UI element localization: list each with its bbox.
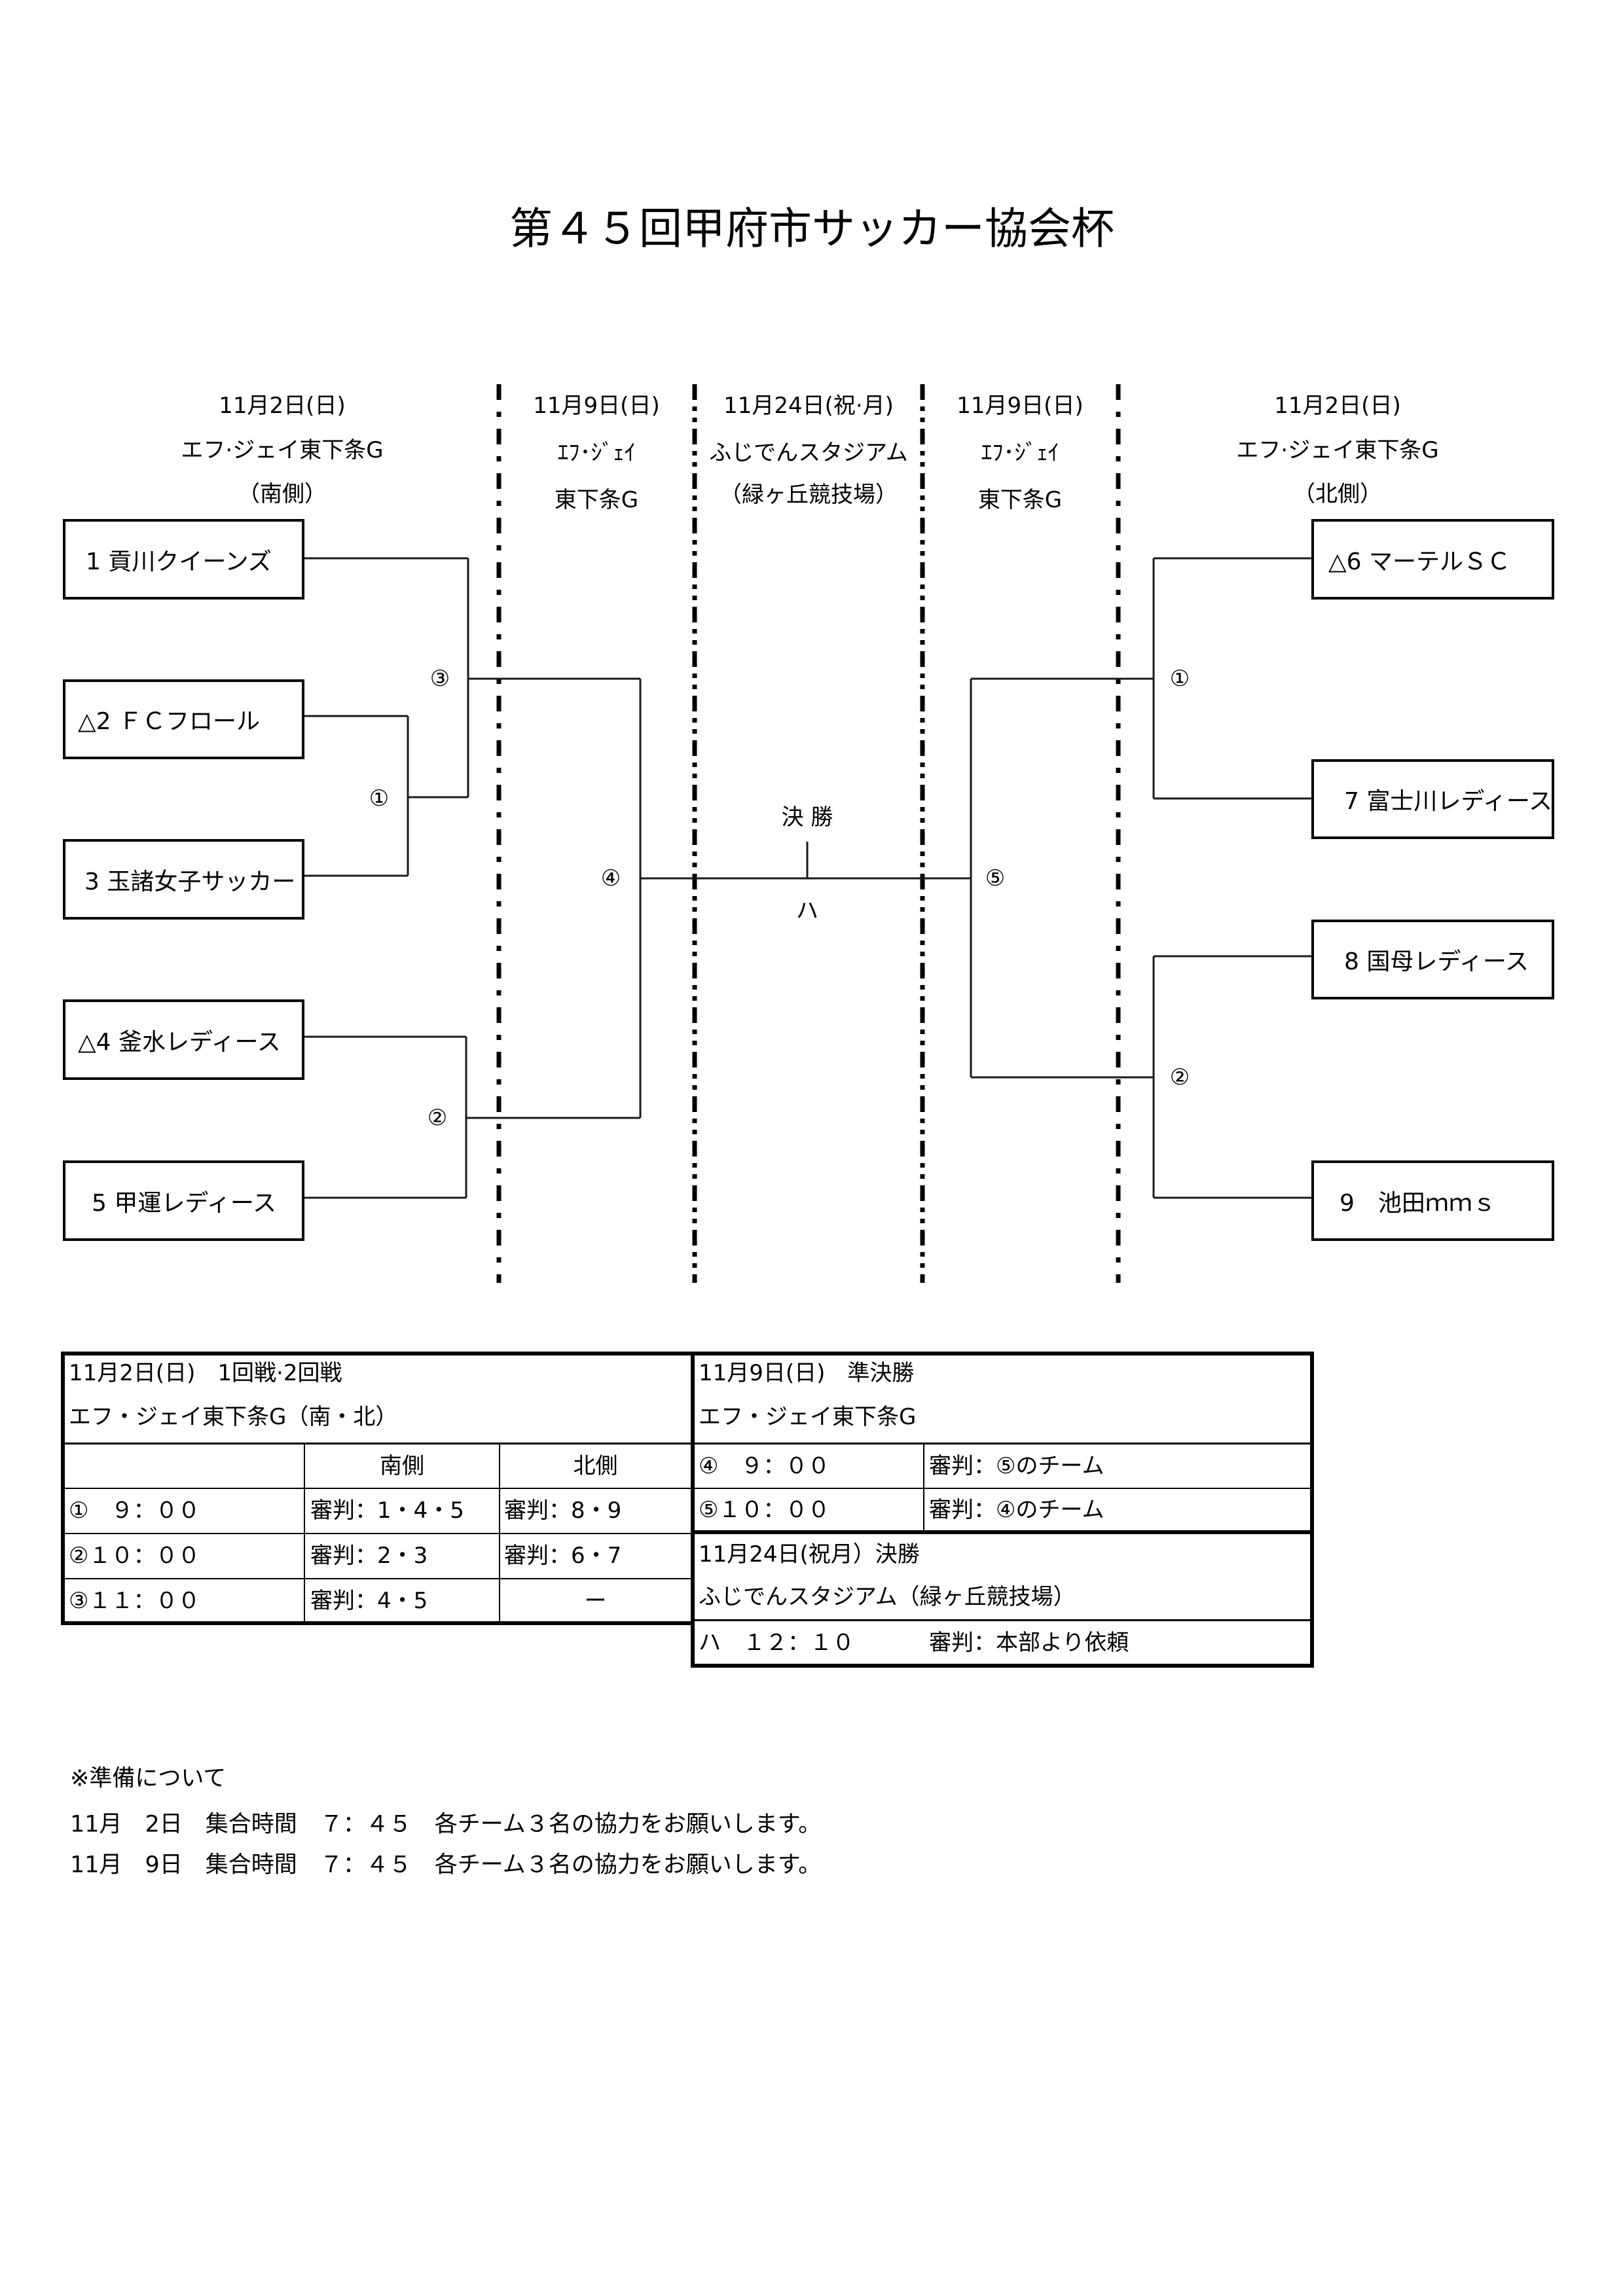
column-note: 東下条G [554, 487, 639, 513]
team-name: 5 甲運レディース [92, 1189, 277, 1217]
referee-north: 審判：8・9 [504, 1498, 622, 1524]
column-header-south: 南側 [380, 1453, 424, 1479]
notes-line: 11月 2日 集合時間 ７：４５ 各チーム３名の協力をお願いします。 [70, 1811, 822, 1838]
referee-south: 審判：2・3 [310, 1543, 428, 1569]
team-box: 3 玉諸女子サッカー [63, 839, 304, 920]
team-name: △6 マーテルＳＣ [1328, 548, 1511, 575]
table-divider [65, 1443, 691, 1444]
referee: 審判：④のチーム [929, 1497, 1104, 1523]
referee: 審判：⑤のチーム [929, 1453, 1104, 1479]
team-name: 7 富士川レディース [1344, 788, 1553, 815]
column-header-north: 北側 [573, 1453, 618, 1479]
column-divider [923, 1444, 924, 1530]
team-box: △6 マーテルＳＣ [1311, 519, 1554, 600]
referee-south: 審判：4・5 [310, 1588, 428, 1614]
page-title: 第４５回甲府市サッカー協会杯 [509, 204, 1114, 254]
table-divider [695, 1619, 1310, 1621]
referee-north: ー [584, 1588, 607, 1614]
referee: 審判：本部より依頼 [929, 1630, 1129, 1656]
row-divider [65, 1578, 691, 1579]
column-venue: ｴﾌ･ｼﾞｪｲ [981, 440, 1059, 466]
table-venue: エフ・ジェイ東下条G（南・北） [69, 1404, 398, 1430]
column-note: 東下条G [977, 487, 1063, 513]
team-box: 5 甲運レディース [63, 1160, 304, 1241]
row-divider [695, 1488, 1310, 1489]
column-date: 11月2日(日) [219, 393, 346, 419]
column-note: （緑ヶ丘競技場） [720, 482, 898, 508]
table-title: 11月2日(日) 1回戦·2回戦 [69, 1360, 342, 1386]
column-venue: エフ·ジェイ東下条G [181, 437, 384, 463]
notes-line: 11月 9日 集合時間 ７：４５ 各チーム３名の協力をお願いします。 [70, 1852, 822, 1878]
column-venue: エフ·ジェイ東下条G [1236, 437, 1439, 463]
column-date: 11月2日(日) [1274, 393, 1401, 419]
column-venue: ｴﾌ･ｼﾞｪｲ [557, 440, 636, 466]
match-label: ② [1169, 1064, 1190, 1090]
team-box: △2 ＦＣフロール [63, 679, 304, 759]
match-label: ④ [600, 865, 621, 891]
team-name: 8 国母レディース [1344, 948, 1529, 975]
team-box: 9 池田ｍｍｓ [1311, 1160, 1554, 1241]
match-label: ① [369, 785, 390, 812]
column-note: （南側） [238, 481, 327, 507]
match-time: ④ ９：００ [699, 1453, 830, 1479]
team-name: 3 玉諸女子サッカー [84, 868, 296, 895]
final-code: ハ [796, 898, 818, 924]
team-box: 1 貢川クイーンズ [63, 519, 304, 600]
team-box: 8 国母レディース [1311, 920, 1554, 999]
column-date: 11月9日(日) [957, 393, 1084, 419]
final-title: 決 勝 [781, 804, 833, 831]
final-title: 11月24日(祝月）決勝 [699, 1541, 920, 1568]
final-venue: ふじでんスタジアム（緑ヶ丘競技場） [699, 1584, 1076, 1610]
referee-south: 審判：1・4・5 [310, 1498, 464, 1524]
column-date: 11月9日(日) [533, 393, 660, 419]
table-divider [695, 1443, 1310, 1444]
match-time: ⑤１０：００ [699, 1497, 830, 1523]
referee-north: 審判：6・7 [504, 1543, 622, 1569]
team-box: △4 釜水レディース [63, 999, 304, 1080]
row-divider [65, 1533, 691, 1534]
table-title: 11月9日(日) 準決勝 [699, 1360, 915, 1386]
row-divider [65, 1488, 691, 1489]
column-venue: ふじでんスタジアム [709, 440, 908, 466]
team-box: 7 富士川レディース [1311, 759, 1554, 839]
match-label: ① [1169, 666, 1190, 692]
column-note: （北側） [1293, 481, 1382, 507]
match-time: ②１０：００ [69, 1543, 200, 1569]
team-name: △2 ＦＣフロール [78, 708, 261, 735]
section-divider [695, 1530, 1310, 1534]
column-date: 11月24日(祝·月) [723, 393, 894, 419]
match-time: ハ １２：１０ [699, 1630, 854, 1656]
match-time: ① ９：００ [69, 1498, 200, 1524]
notes-heading: ※準備について [70, 1765, 227, 1792]
team-name: △4 釜水レディース [78, 1028, 281, 1056]
team-name: 1 貢川クイーンズ [86, 548, 272, 575]
match-label: ⑤ [985, 865, 1006, 891]
match-label: ③ [429, 666, 450, 692]
table-venue: エフ・ジェイ東下条G [699, 1404, 917, 1430]
match-time: ③１１：００ [69, 1588, 200, 1614]
schedule-table-day1: 11月2日(日) 1回戦·2回戦 エフ・ジェイ東下条G（南・北） 南側 北側 ①… [61, 1352, 695, 1625]
schedule-table-day2-final: 11月9日(日) 準決勝 エフ・ジェイ東下条G ④ ９：００ 審判：⑤のチーム … [691, 1352, 1314, 1668]
team-name: 9 池田ｍｍｓ [1340, 1189, 1496, 1217]
match-label: ② [427, 1105, 448, 1131]
